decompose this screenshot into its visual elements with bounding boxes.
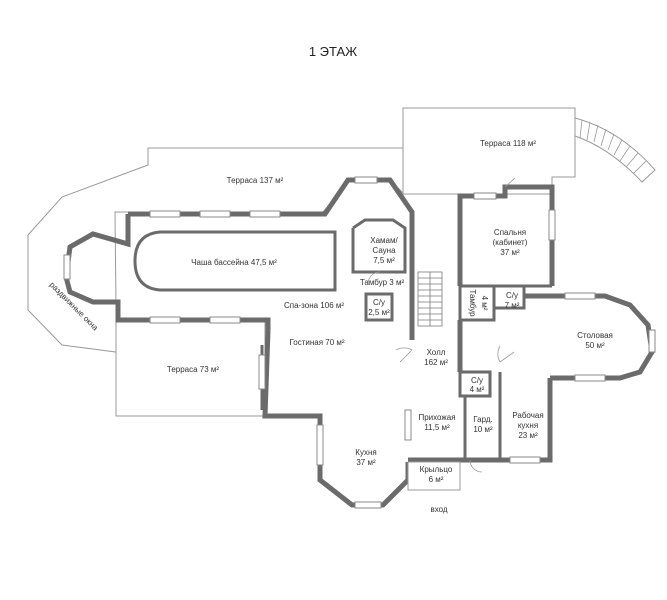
spa-label: Спа-зона 106 м² [284,301,344,310]
pool-bowl [133,230,337,292]
wc-25-label-2: 2,5 м² [368,308,390,317]
wc4-wall [458,370,492,398]
wc-7-label-2: 7 м² [505,301,520,310]
terrace-137-label: Терраса 137 м² [227,176,284,185]
terraces [27,107,656,417]
wc-25-label-1: С/у [373,298,385,307]
kitchen-label-1: Кухня [355,448,376,457]
bedroom-wall [457,184,555,286]
hammam-label-3: 7,5 м² [373,256,395,265]
wc-7-label-1: С/у [506,291,518,300]
anteroom-label-1: Прихожая [418,413,455,422]
wc25-wall [364,292,394,322]
walls [63,177,655,508]
windows [63,176,656,509]
hammam-label-2: Сауна [372,246,396,255]
vestibule-4-label: Тамбур [468,289,477,317]
vestibule-3-label: Тамбур 3 м² [360,278,405,287]
wardrobe-label-2: 10 м² [473,425,493,434]
entrance-label: вход [430,505,447,514]
terrace-118-label: Терраса 118 м² [480,139,536,148]
kitchen-label-2: 37 м² [356,458,376,467]
bedroom-label-1: Спальня [494,228,526,237]
bedroom-label-3: 37 м² [500,248,520,257]
hammam-wall [351,218,407,274]
pool-label: Чаша бассейна 47,5 м² [191,258,277,267]
dining-label-2: 50 м² [585,341,605,350]
arc-walkway [574,117,656,183]
bedroom-label-2: (кабинет) [493,238,528,247]
work-kitchen-label-2: кухня [518,421,538,430]
living-label: Гостиная 70 м² [289,338,344,347]
work-kitchen-label-1: Рабочая [512,411,543,420]
hall-label-1: Холл [427,348,446,357]
hall-label-2: 162 м² [424,358,448,367]
terrace-118-outline [402,107,576,195]
doors [367,177,516,473]
porch-label-2: 6 м² [429,475,444,484]
wc-4-label-2: 4 м² [470,385,485,394]
staircase [417,271,443,327]
anteroom-label-2: 11,5 м² [424,423,450,432]
living-wall [262,329,411,508]
hammam-label-1: Хамам/ [370,236,398,245]
arc-hatch [579,119,647,175]
vestibule-4-area: 4 м² [480,296,489,311]
dining-label-1: Столовая [577,331,613,340]
floor-title: 1 ЭТАЖ [309,44,357,59]
porch-outline [407,461,461,491]
porch-label-1: Крыльцо [420,465,453,474]
sliding-windows-label: раздвижные окна [48,280,100,332]
work-kitchen-label-3: 23 м² [518,431,538,440]
terrace-73-label: Терраса 73 м² [167,365,220,374]
wardrobe-label-1: Гард. [473,415,493,424]
service-block-wall [408,378,553,463]
wc-4-label-1: С/у [471,376,483,385]
